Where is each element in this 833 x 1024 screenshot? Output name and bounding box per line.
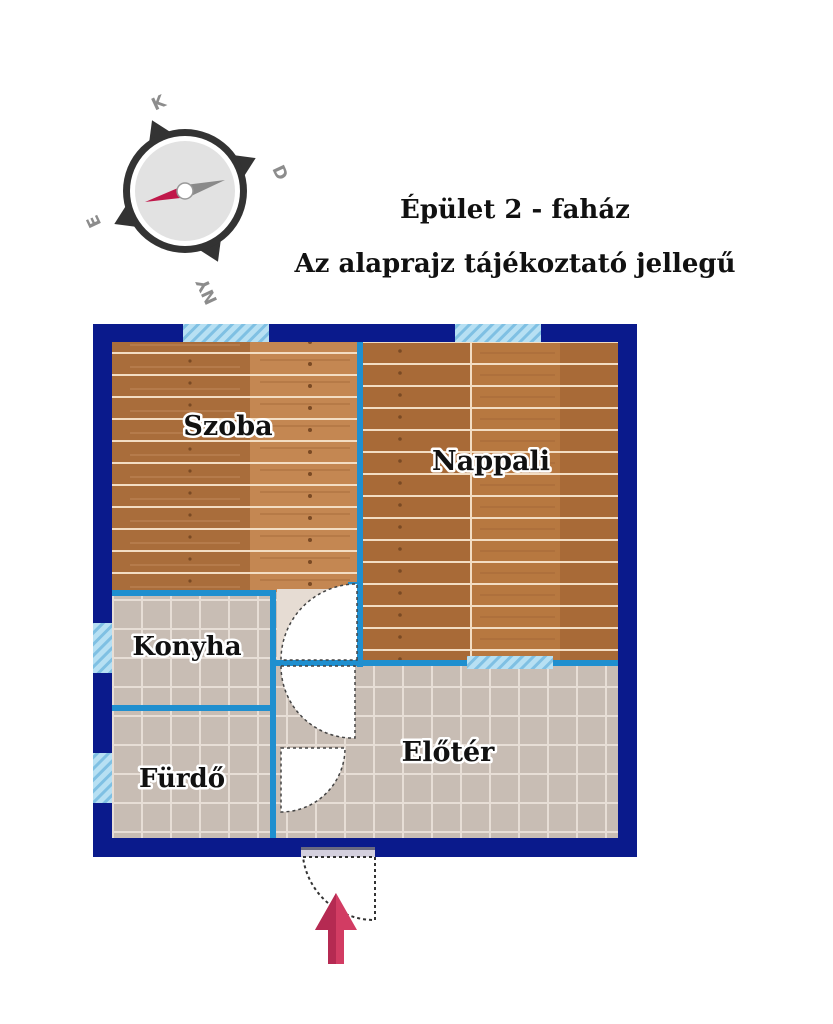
interior-doors	[277, 583, 358, 813]
plan-title: Épület 2 - faház	[400, 195, 630, 225]
room-label-furdo: Fürdő	[139, 764, 225, 794]
room-label-nappali: Nappali	[432, 446, 550, 477]
compass-south-label: NY	[193, 274, 223, 307]
windows	[93, 324, 553, 803]
compass-east-label: D	[267, 162, 291, 183]
compass-west-label: E	[83, 212, 106, 231]
wood-floor-living	[362, 342, 618, 667]
entrance-arrow-icon	[315, 893, 357, 964]
room-label-konyha: Konyha	[132, 632, 241, 662]
room-label-eloter: Előtér	[402, 737, 495, 768]
compass-icon: K D NY E	[83, 91, 292, 307]
room-label-szoba: Szoba	[183, 411, 272, 442]
plan-subtitle: Az alaprajz tájékoztató jellegű	[294, 249, 736, 279]
compass-north-label: K	[149, 91, 170, 115]
